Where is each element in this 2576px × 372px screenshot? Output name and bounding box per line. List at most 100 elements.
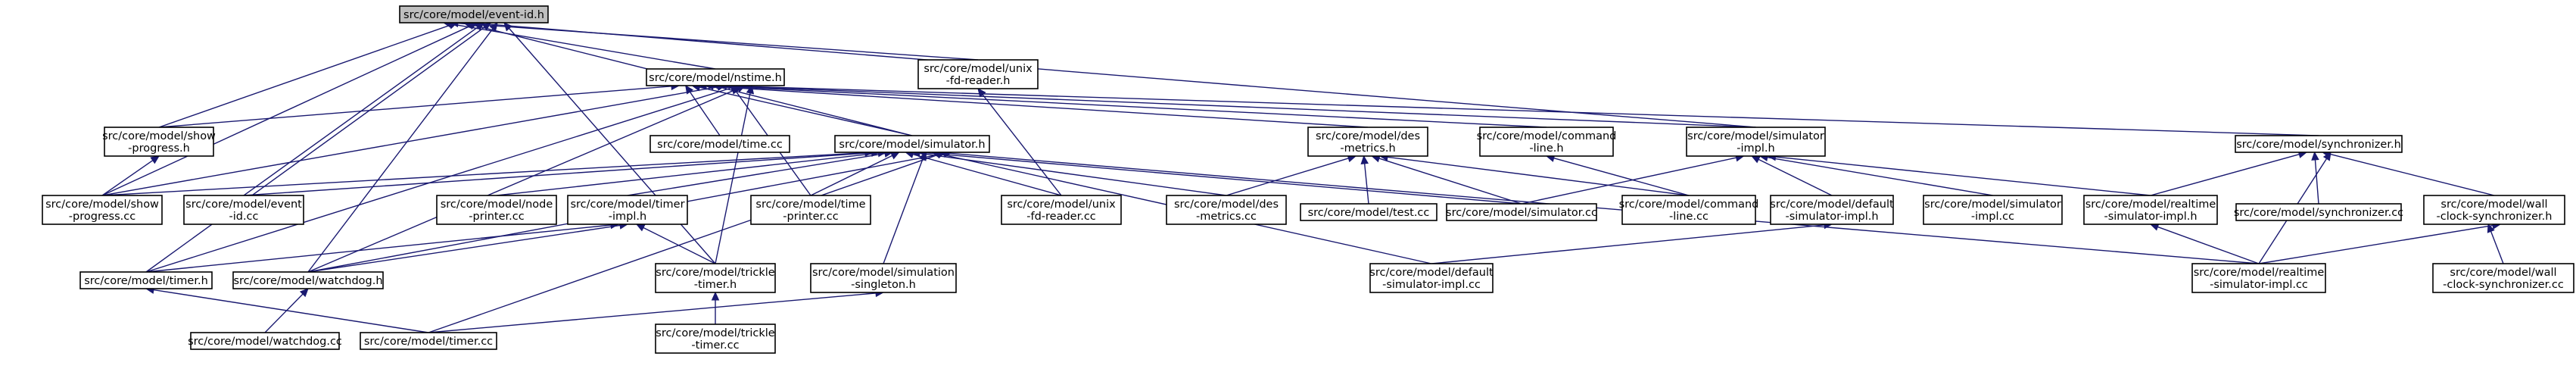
node-label-line: src/core/model/des: [1174, 199, 1279, 211]
dependency-edge-timer_h-to-timer_cc: [153, 289, 429, 333]
node-box: [360, 332, 497, 350]
dependency-edge-nstime_h-to-show_progress_h: [158, 86, 672, 128]
node-simulation-singleton-h[interactable]: src/core/model/simulation-singleton.h: [810, 263, 957, 293]
dependency-edge-nstime_h-to-simulator_impl_h: [719, 85, 1756, 128]
node-synchronizer-cc[interactable]: src/core/model/synchronizer.cc: [2234, 203, 2403, 221]
dependency-edge-event_id_h-to-watchdog_h: [307, 28, 494, 273]
node-box: [810, 263, 957, 293]
node-unix-fd-reader-cc[interactable]: src/core/model/unix-fd-reader.cc: [1001, 195, 1122, 225]
node-realtime-simulator-impl-h[interactable]: src/core/model/realtime-simulator-impl.h: [2083, 195, 2218, 225]
dependency-edge-simulator_h-to-simulator_cc: [926, 152, 1522, 205]
node-box: [232, 271, 384, 289]
node-show-progress-h[interactable]: src/core/model/show-progress.h: [102, 127, 216, 157]
node-watchdog-cc[interactable]: src/core/model/watchdog.cc: [188, 332, 342, 350]
dependency-edge-default_simulator_impl_h-to-default_simulator_impl_cc: [1431, 224, 1825, 264]
dependency-edge-simulator_h-to-unix_fd_reader_cc: [912, 153, 1062, 196]
node-trickle-timer-cc[interactable]: src/core/model/trickle-timer.cc: [655, 324, 776, 354]
dependency-edge-simulator_impl_h-to-simulator_cc: [1521, 157, 1737, 205]
node-label-line: -metrics.cc: [1196, 211, 1257, 223]
node-unix-fd-reader-h[interactable]: src/core/model/unix-fd-reader.h: [917, 59, 1039, 89]
dependency-edge-simulator_impl_h-to-realtime_simulator_impl_h: [1775, 156, 2151, 196]
node-simulator-cc[interactable]: src/core/model/simulator.cc: [1446, 203, 1597, 221]
node-label-line: -clock-synchronizer.h: [2437, 211, 2553, 223]
dependency-edge-wall_clock_synchronizer_h-to-wall_clock_synchronizer_cc: [2490, 231, 2504, 264]
node-label-line: src/core/model/test.cc: [1308, 207, 1430, 219]
dependency-edge-simulator_h-to-event_id_cc: [243, 152, 872, 196]
node-box: [1001, 195, 1122, 225]
node-label-line: src/core/model/wall: [2441, 199, 2547, 211]
arrowhead-trickle_timer_h-to-trickle_timer_cc: [711, 291, 720, 301]
arrowhead-event_id_h-to-watchdog_h: [489, 22, 498, 32]
node-default-simulator-impl-cc[interactable]: src/core/model/default-simulator-impl.cc: [1369, 263, 1494, 293]
arrowhead-event_id_h-to-trickle_timer_h: [503, 22, 512, 32]
node-des-metrics-cc[interactable]: src/core/model/des-metrics.cc: [1166, 195, 1287, 225]
node-label-line: src/core/model/des: [1316, 130, 1420, 142]
node-box: [834, 135, 990, 153]
node-simulator-impl-h[interactable]: src/core/model/simulator-impl.h: [1686, 127, 1826, 157]
arrowhead-event_id_h-to-event_id_cc: [475, 22, 485, 31]
arrowhead-simulator_h-to-time_printer_cc: [889, 152, 900, 160]
arrowhead-simulator_impl_h-to-default_simulator_impl_h: [1751, 155, 1761, 164]
node-timer-impl-h[interactable]: src/core/model/timer-impl.h: [567, 195, 688, 225]
node-realtime-simulator-impl-cc[interactable]: src/core/model/realtime-simulator-impl.c…: [2191, 263, 2326, 293]
node-box: [1300, 203, 1438, 221]
node-timer-h[interactable]: src/core/model/timer.h: [79, 271, 213, 289]
node-box: [79, 271, 213, 289]
node-label-line: src/core/model/simulator.h: [839, 139, 985, 151]
node-simulator-h[interactable]: src/core/model/simulator.h: [834, 135, 990, 153]
node-test-cc[interactable]: src/core/model/test.cc: [1300, 203, 1438, 221]
dependency-edge-wall_clock_synchronizer_h-to-realtime_simulator_impl_cc: [2258, 224, 2493, 264]
dependency-edge-nstime_h-to-synchronizer_h: [726, 85, 2319, 136]
node-label-line: src/core/model/realtime: [2085, 199, 2216, 211]
dependency-edge-event_id_h-to-nstime_h: [450, 23, 716, 70]
node-show-progress-cc[interactable]: src/core/model/show-progress.cc: [42, 195, 163, 225]
node-box: [917, 59, 1039, 89]
dependency-edge-des_metrics_h-to-test_cc: [1363, 163, 1369, 205]
node-wall-clock-synchronizer-cc[interactable]: src/core/model/wall-clock-synchronizer.c…: [2432, 263, 2574, 293]
node-des-metrics-h[interactable]: src/core/model/des-metrics.h: [1307, 127, 1428, 157]
dependency-edge-simulator_h-to-simulation_singleton_h: [883, 159, 924, 264]
node-label-line: src/core/model/nstime.h: [649, 72, 782, 84]
node-label-line: -printer.cc: [783, 211, 838, 223]
node-simulator-impl-cc[interactable]: src/core/model/simulator-impl.cc: [1923, 195, 2063, 225]
node-node-printer-cc[interactable]: src/core/model/node-printer.cc: [436, 195, 557, 225]
node-event-id-h[interactable]: src/core/model/event-id.h: [399, 5, 549, 23]
dependency-edge-realtime_simulator_impl_h-to-realtime_simulator_impl_cc: [2157, 226, 2260, 264]
node-default-simulator-impl-h[interactable]: src/core/model/default-simulator-impl.h: [1770, 195, 1894, 225]
arrowhead-synchronizer_h-to-synchronizer_cc: [2311, 151, 2319, 161]
node-label-line: src/core/model/command: [1477, 130, 1617, 142]
dependency-edge-simulator_h-to-node_printer_cc: [496, 152, 879, 196]
node-label-line: src/core/model/synchronizer.h: [2236, 139, 2401, 151]
dependency-edge-synchronizer_h-to-synchronizer_cc: [2314, 159, 2319, 205]
dependency-edge-nstime_h-to-des_metrics_h: [706, 85, 1369, 128]
node-label-line: -clock-synchronizer.cc: [2443, 279, 2564, 291]
node-command-line-cc[interactable]: src/core/model/command-line.cc: [1619, 195, 1759, 225]
node-synchronizer-h[interactable]: src/core/model/synchronizer.h: [2235, 135, 2403, 153]
node-label-line: src/core/model/simulator: [1687, 130, 1824, 142]
dependency-edge-nstime_h-to-command_line_h: [712, 85, 1547, 128]
node-label-line: src/core/model/trickle: [656, 327, 774, 339]
node-label-line: -progress.h: [128, 142, 190, 155]
node-label-line: -impl.h: [609, 211, 646, 223]
node-box: [1621, 195, 1756, 225]
node-label-line: -simulator-impl.cc: [1382, 279, 1481, 291]
node-command-line-h[interactable]: src/core/model/command-line.h: [1477, 127, 1617, 157]
node-time-printer-cc[interactable]: src/core/model/time-printer.cc: [750, 195, 871, 225]
node-watchdog-h[interactable]: src/core/model/watchdog.h: [232, 271, 384, 289]
node-label-line: src/core/model/realtime: [2194, 267, 2325, 279]
dependency-edge-nstime_h-to-timer_h: [145, 87, 732, 273]
dependency-edge-watchdog_h-to-watchdog_cc: [264, 293, 304, 333]
node-label-line: -fd-reader.h: [946, 75, 1011, 87]
node-event-id-cc[interactable]: src/core/model/event-id.cc: [183, 195, 304, 225]
node-nstime-h[interactable]: src/core/model/nstime.h: [646, 68, 785, 86]
node-box: [42, 195, 163, 225]
node-time-cc[interactable]: src/core/model/time.cc: [649, 135, 790, 153]
node-label-line: -printer.cc: [469, 211, 524, 223]
node-wall-clock-synchronizer-h[interactable]: src/core/model/wall-clock-synchronizer.h: [2423, 195, 2565, 225]
node-timer-cc[interactable]: src/core/model/timer.cc: [360, 332, 497, 350]
node-trickle-timer-h[interactable]: src/core/model/trickle-timer.h: [655, 263, 776, 293]
nodes-layer: src/core/model/event-id.h src/core/model/…: [42, 5, 2574, 354]
dependency-edge-event_id_h-to-simulator_impl_h: [478, 23, 1756, 128]
node-label-line: -singleton.h: [851, 279, 916, 291]
